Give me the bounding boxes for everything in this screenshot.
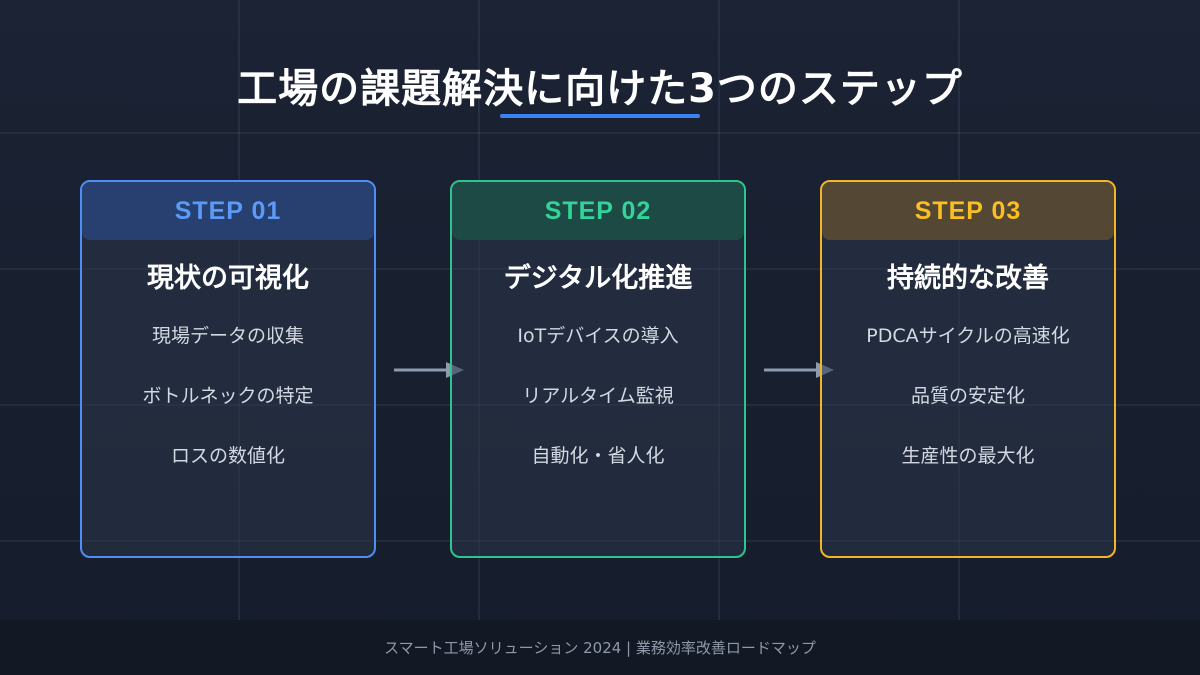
step-title: 現状の可視化: [147, 263, 309, 294]
list-item: 現場データの収集: [151, 325, 304, 347]
title-underline: [500, 114, 700, 118]
step-title: 持続的な改善: [887, 263, 1049, 294]
step-label: STEP 02: [452, 182, 744, 240]
step-label: STEP 01: [82, 182, 374, 240]
footer: スマート工場ソリューション 2024 | 業務効率改善ロードマップ: [0, 620, 1200, 675]
list-item: リアルタイム監視: [522, 385, 674, 407]
list-item: 自動化・省人化: [531, 445, 665, 467]
footer-text: スマート工場ソリューション 2024 | 業務効率改善ロードマップ: [384, 639, 816, 657]
step-item-list: 現場データの収集 ボトルネックの特定 ロスの数値化: [82, 321, 374, 501]
step-title: デジタル化推進: [503, 263, 693, 294]
page-title: 工場の課題解決に向けた3つのステップ: [237, 66, 963, 112]
list-item: ボトルネックの特定: [142, 385, 314, 407]
step-label: STEP 03: [822, 182, 1114, 240]
list-item: PDCAサイクルの高速化: [866, 325, 1070, 347]
step-card-03: STEP 03 持続的な改善 PDCAサイクルの高速化 品質の安定化 生産性の最…: [820, 180, 1116, 558]
step-card-01: STEP 01 現状の可視化 現場データの収集 ボトルネックの特定 ロスの数値化: [80, 180, 376, 558]
step-card-02: STEP 02 デジタル化推進 IoTデバイスの導入 リアルタイム監視 自動化・…: [450, 180, 746, 558]
list-item: IoTデバイスの導入: [517, 325, 679, 347]
step-item-list: PDCAサイクルの高速化 品質の安定化 生産性の最大化: [822, 321, 1114, 501]
step-item-list: IoTデバイスの導入 リアルタイム監視 自動化・省人化: [452, 321, 744, 501]
grid-line: [0, 132, 1200, 134]
list-item: ロスの数値化: [170, 445, 285, 467]
list-item: 生産性の最大化: [901, 445, 1035, 467]
list-item: 品質の安定化: [910, 385, 1025, 407]
